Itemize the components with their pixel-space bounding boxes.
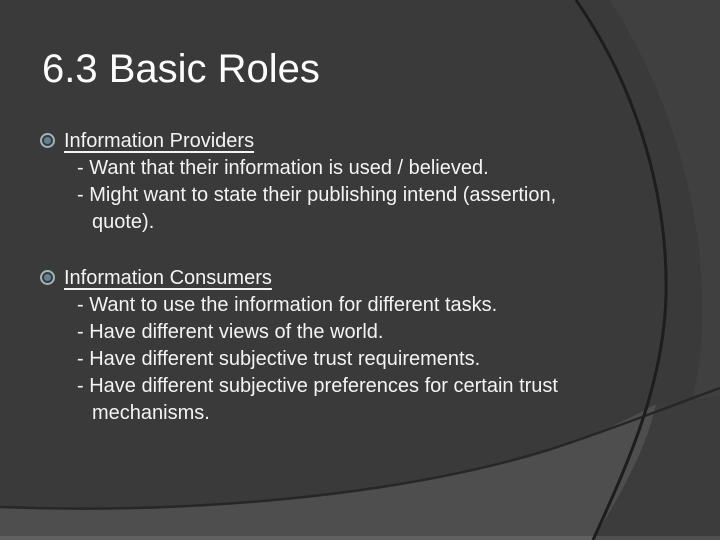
bullet-line: - Want that their information is used / … xyxy=(77,157,489,179)
bullet-line: - Have different subjective preferences … xyxy=(77,375,558,397)
bullet-section: Information Providers - Want that their i… xyxy=(0,128,720,236)
bullet-line: mechanisms. xyxy=(92,402,210,424)
slide-title: 6.3 Basic Roles xyxy=(42,47,320,91)
bullet-line: quote). xyxy=(92,211,155,233)
bullet-line: - Might want to state their publishing i… xyxy=(77,184,557,206)
bullet-heading: Information Consumers xyxy=(64,267,272,289)
corner-patch xyxy=(593,396,720,540)
bullet-line: - Want to use the information for differ… xyxy=(77,294,498,316)
swoosh-fill xyxy=(0,404,656,540)
bullet-heading: Information Providers xyxy=(64,130,255,152)
bullet-dot xyxy=(44,274,51,281)
target-circle-icon xyxy=(40,270,55,285)
target-circle-icon xyxy=(40,133,55,148)
bullet-section: Information Consumers - Want to use the i… xyxy=(0,265,720,427)
bottom-strip xyxy=(0,536,720,540)
bullet-dot xyxy=(44,137,51,144)
circle-arc-line xyxy=(574,0,668,540)
swoosh-line xyxy=(0,386,720,510)
bullet-line: - Have different views of the world. xyxy=(77,321,384,343)
bullet-line: - Have different subjective trust requir… xyxy=(77,348,481,370)
